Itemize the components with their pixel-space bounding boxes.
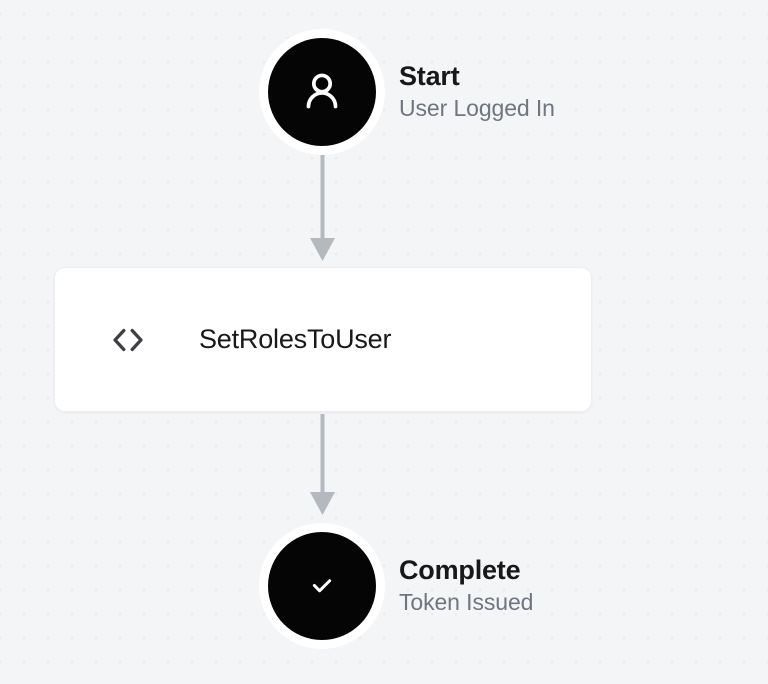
start-node-disc [268, 38, 376, 146]
start-node-ring [259, 29, 385, 155]
start-node-text: Start User Logged In [399, 61, 555, 123]
code-brackets-icon [105, 317, 151, 363]
start-node-title: Start [399, 60, 460, 91]
complete-node-subtitle: Token Issued [399, 589, 534, 616]
start-node-subtitle: User Logged In [399, 95, 555, 122]
user-icon [306, 73, 338, 109]
node-set-roles-to-user[interactable]: SetRolesToUser [54, 267, 592, 412]
action-node-label: SetRolesToUser [199, 324, 392, 354]
complete-node-title: Complete [399, 554, 521, 585]
complete-node-ring [259, 523, 385, 649]
node-start[interactable]: Start User Logged In [259, 29, 555, 155]
complete-node-text: Complete Token Issued [399, 555, 533, 617]
node-complete[interactable]: Complete Token Issued [259, 523, 533, 649]
complete-node-disc [268, 532, 376, 640]
check-icon [312, 579, 332, 593]
